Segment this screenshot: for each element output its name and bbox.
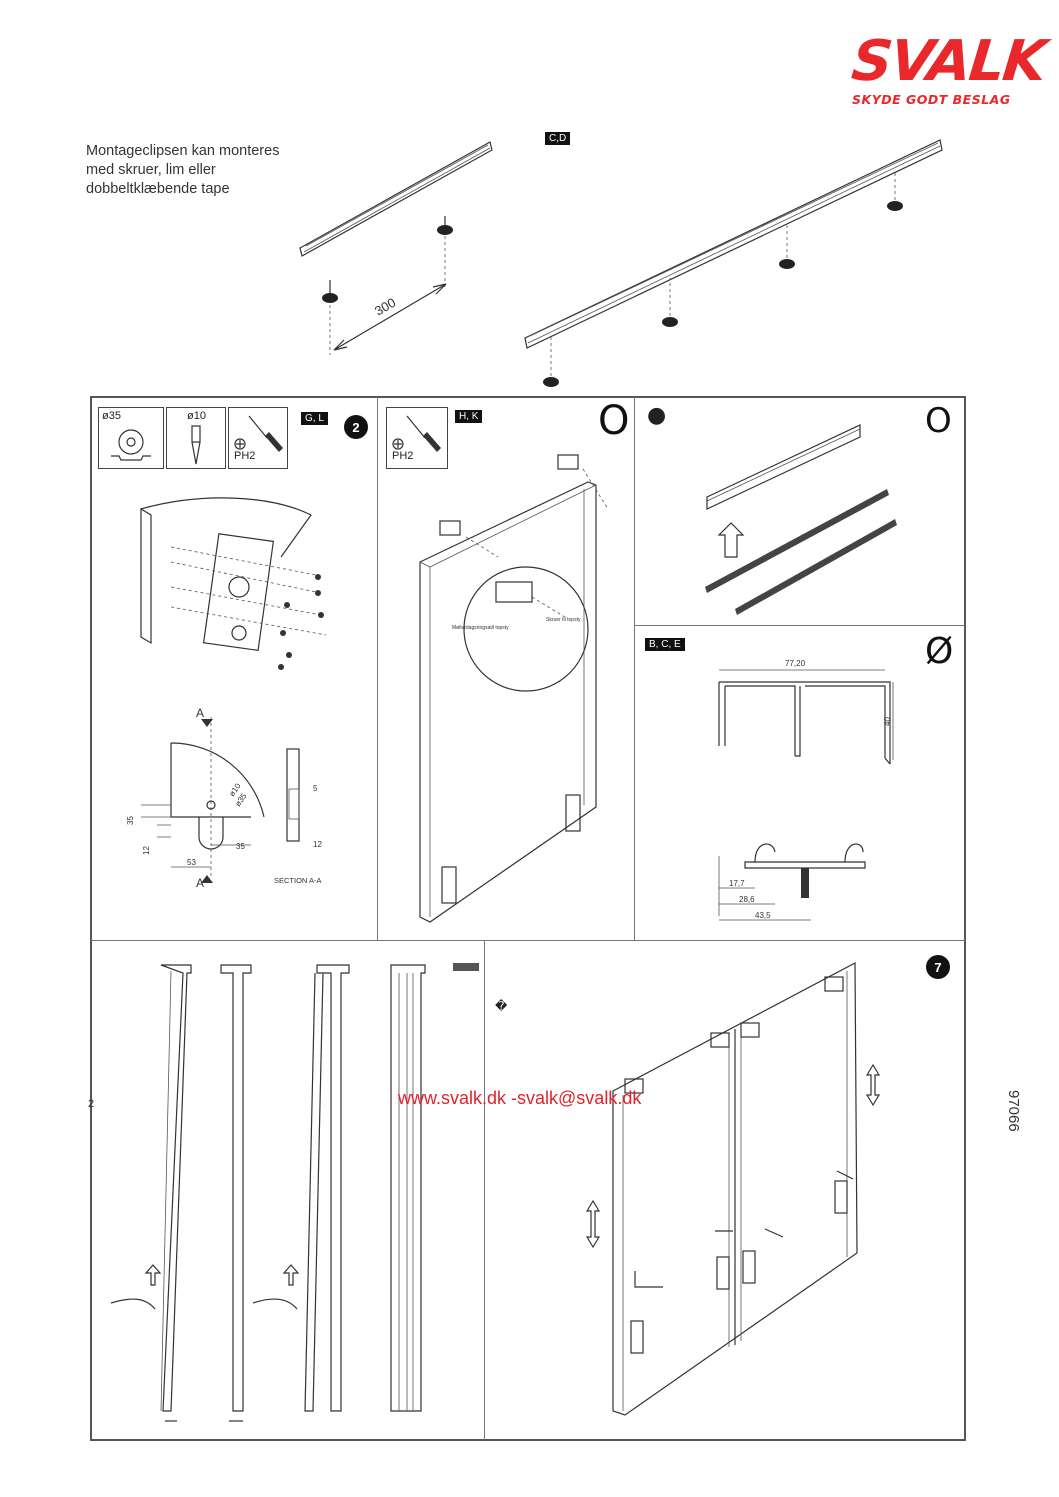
intro-text: Montageclipsen kan monteres med skruer, … [86,143,280,197]
arrow-up-icon [144,1264,162,1286]
rail-tag: C,D [545,132,571,145]
arrow-curve-icon [252,1298,298,1310]
profile-step-3 [304,964,350,1412]
panel-3-symbol: O [925,401,952,441]
tool-screwdriver-2-label: PH2 [392,450,414,462]
arrow-updown-icon [585,1199,601,1249]
panel-door-assembly: PH2 H, K O Møllerdagsringsatil topsty Sk… [378,397,634,940]
phillips-icon [392,438,404,450]
svalk-logo: SVALK SKYDE GODT BESLAG [849,29,1048,107]
dim-28-6: 28,6 [739,895,755,904]
step-2-badge: 2 [344,415,368,439]
divider-h1 [635,625,965,626]
section-letter-bottom: A [196,876,204,890]
hinge-drawing: A A ø10 ø35 35 12 53 35 5 12 SECTION A-A [126,497,327,890]
panel-3-bullet: ● [647,403,667,428]
panel-profile-strips: ● O [635,397,965,625]
arrow-updown-icon [865,1063,881,1107]
rail-drawing: 300 [299,139,943,387]
profile-section-drawing: 77,20 40 17,7 28,6 43,5 [718,659,894,921]
detail-left-label: Møllerdagsringsatil topsty [452,625,509,631]
logo-tagline: SKYDE GODT BESLAG [852,92,1011,107]
arrow-up-icon [717,522,745,558]
panel-profile-dimensions: B, C, E Ø 77,20 40 17,7 28,6 43,5 [635,626,965,940]
insertion-drawing [110,964,426,1422]
arrow-up-icon [282,1264,300,1286]
tool-drill-label: ø10 [187,410,206,422]
section-label: SECTION A-A [274,876,322,885]
panel-2-tag: H, K [455,410,483,423]
clip-4 [779,222,795,269]
dim-height: 40 [883,717,892,726]
tool-drill: ø10 [166,407,226,469]
final-install-drawing [585,962,881,1416]
dim-12a: 12 [142,846,151,855]
panel-4-symbol: Ø [925,631,954,672]
footer-contact-link[interactable]: www.svalk.dk -svalk@svalk.dk [398,1088,642,1108]
panel-5-tag [453,963,479,971]
screwdriver-icon [406,415,441,452]
panel-1-tag: G, L [301,412,328,425]
tool-saw: ø35 [98,407,164,469]
profile-strips-drawing [705,424,897,615]
drill-bit-icon [191,425,201,465]
profile-step-2 [220,964,252,1422]
phillips-icon [234,438,246,450]
divider-h2 [91,940,965,941]
clip-6 [543,336,559,387]
dim-width: 77,20 [785,659,806,668]
dim-35a: 35 [126,816,135,825]
panel-hinge-fitting: ø35 ø10 PH2 G, L 2 [91,397,377,940]
document-code: 97066 [1005,1090,1022,1132]
divider-v3 [484,941,485,1440]
dim-line-300 [333,283,447,351]
dim-35b: 35 [236,842,245,851]
clip-3 [887,170,903,211]
dim-43-5: 43,5 [755,911,771,920]
short-rail [299,141,493,257]
dim-5: 5 [313,784,318,793]
page-number: 2 [88,1098,95,1110]
panel-2-symbol: O [598,398,630,444]
panel-6-symbol: � [495,999,508,1013]
step-7-badge: 7 [926,955,950,979]
panel-profile-insertion [91,941,484,1440]
tool-screwdriver: PH2 [228,407,288,469]
divider-v2 [634,397,635,940]
tool-saw-label: ø35 [102,410,121,422]
instruction-grid [90,396,966,1441]
panel-final-install: 7 � [485,941,965,1440]
profile-step-4 [390,964,426,1412]
section-letter-top: A [196,706,204,720]
dim-17-7: 17,7 [729,879,745,888]
arrow-curve-icon [110,1298,156,1310]
screwdriver-icon [248,415,283,452]
tool-screwdriver-2: PH2 [386,407,448,469]
dim-53: 53 [187,858,196,867]
dim-12b: 12 [313,840,322,849]
door-drawing: Møllerdagsringsatil topsty Skruer til to… [419,454,609,923]
saw-icon [111,429,151,461]
detail-circle [463,566,589,692]
profile-step-1 [160,964,192,1422]
detail-right-label: Skruer til topsty [546,617,581,623]
panel-4-tag: B, C, E [645,638,685,651]
clip-5 [662,278,678,327]
long-rail [524,139,943,349]
clip-2 [322,280,338,355]
clip-1 [437,216,453,290]
divider-v1 [377,397,378,940]
tool-screwdriver-label: PH2 [234,450,256,462]
